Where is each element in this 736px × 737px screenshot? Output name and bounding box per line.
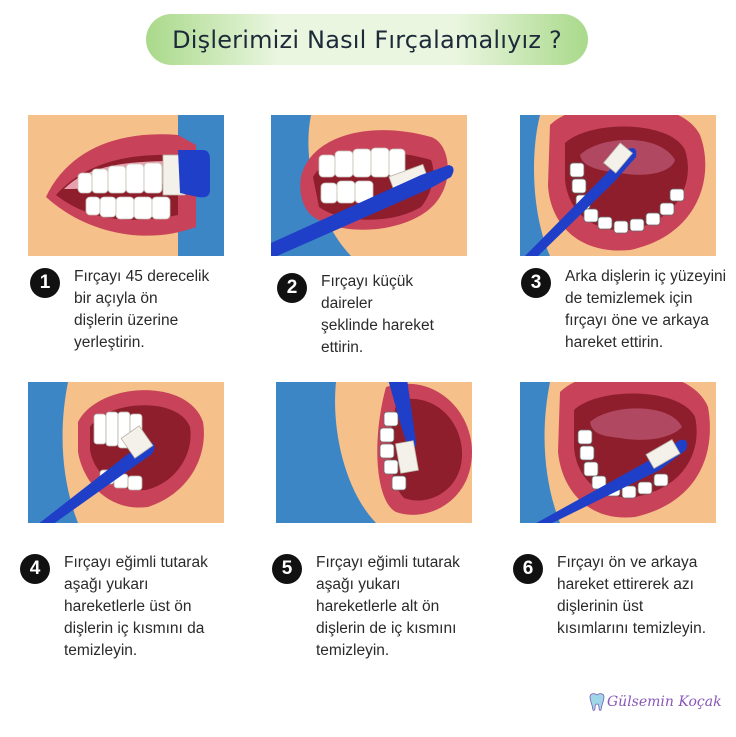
upper-front-inner-illustration (28, 382, 224, 523)
step-description: Fırçayı 45 derecelik bir açıyla ön dişle… (74, 268, 210, 351)
step-6: 6 Fırçayı ön ve arkaya hareket ettirerek… (513, 552, 706, 640)
illustration-step-4 (28, 382, 224, 523)
lower-front-inner-illustration (276, 382, 472, 523)
illustration-step-2 (271, 115, 467, 256)
step-5: 5 Fırçayı eğimli tutarak aşağı yukarı ha… (272, 552, 460, 662)
illustration-step-1 (28, 115, 224, 256)
page-title: Dişlerimizi Nasıl Fırçalamalıyız ? (172, 25, 562, 54)
step-number-badge: 2 (277, 273, 307, 303)
tooth-icon (589, 693, 605, 711)
illustration-step-5 (276, 382, 472, 523)
illustration-step-3 (520, 115, 716, 256)
step-4: 4 Fırçayı eğimli tutarak aşağı yukarı ha… (20, 552, 208, 662)
step-description: Fırçayı ön ve arkaya hareket ettirerek a… (557, 554, 707, 637)
inner-back-teeth-illustration (520, 115, 716, 256)
step-number-badge: 4 (20, 554, 50, 584)
step-number-badge: 1 (30, 268, 60, 298)
step-2: 2 Fırçayı küçük daireler şeklinde hareke… (277, 271, 434, 359)
circular-brushing-illustration (271, 115, 467, 256)
molar-top-surfaces-illustration (520, 382, 716, 523)
brand-name: Gülsemin Koçak (607, 694, 722, 710)
step-number-badge: 3 (521, 268, 551, 298)
step-number-badge: 5 (272, 554, 302, 584)
step-3: 3 Arka dişlerin iç yüzeyini de temizleme… (521, 266, 726, 354)
illustration-step-6 (520, 382, 716, 523)
step-description: Arka dişlerin iç yüzeyini de temizlemek … (565, 268, 727, 351)
step-description: Fırçayı eğimli tutarak aşağı yukarı hare… (316, 554, 460, 659)
step-1: 1 Fırçayı 45 derecelik bir açıyla ön diş… (30, 266, 209, 354)
title-banner: Dişlerimizi Nasıl Fırçalamalıyız ? (146, 14, 588, 65)
step-description: Fırçayı eğimli tutarak aşağı yukarı hare… (64, 554, 208, 659)
step-description: Fırçayı küçük daireler şeklinde hareket … (321, 273, 434, 356)
brand-watermark: Gülsemin Koçak (587, 692, 722, 712)
front-teeth-brush-illustration (28, 115, 224, 256)
step-number-badge: 6 (513, 554, 543, 584)
